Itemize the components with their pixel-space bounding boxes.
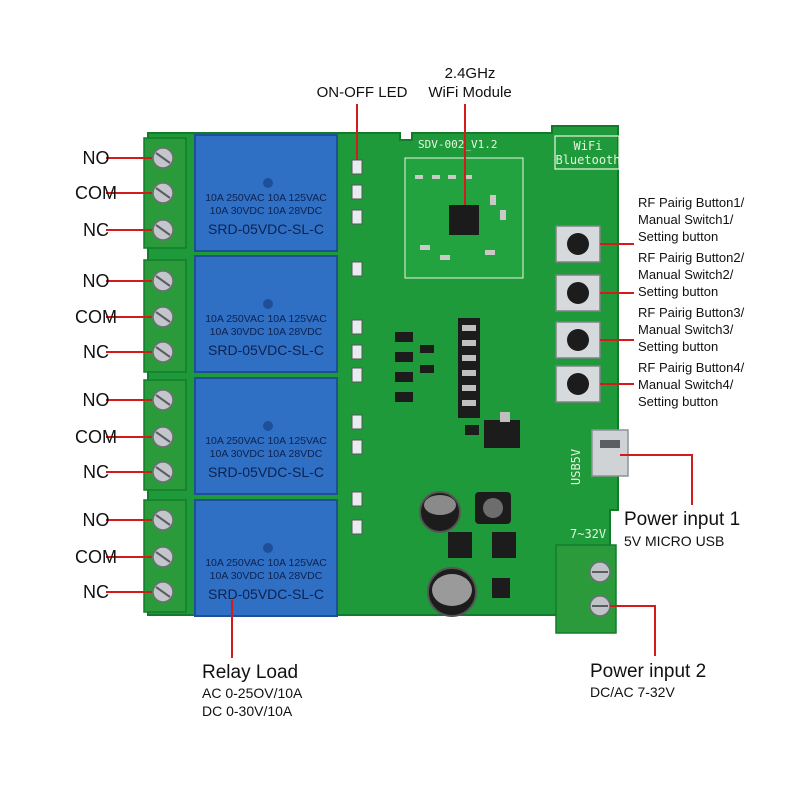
pin-header bbox=[458, 318, 480, 418]
relay-rating-line2: 10A 30VDC 10A 28VDC bbox=[210, 570, 323, 582]
terminal-label: NO bbox=[83, 148, 110, 168]
led bbox=[351, 184, 363, 200]
led-column bbox=[351, 159, 363, 535]
power-input-1-sub: 5V MICRO USB bbox=[624, 533, 724, 549]
led bbox=[351, 519, 363, 535]
led bbox=[351, 159, 363, 175]
led bbox=[351, 344, 363, 360]
terminal-label: NO bbox=[83, 510, 110, 530]
terminal-label: COM bbox=[75, 183, 117, 203]
relay-rating-line1: 10A 250VAC 10A 125VAC bbox=[205, 557, 327, 569]
relay-model: SRD-05VDC-SL-C bbox=[208, 342, 324, 358]
button-callout-line: Manual Switch3/ bbox=[638, 322, 734, 337]
led bbox=[351, 491, 363, 507]
wifi-module-label-line1: 2.4GHz bbox=[445, 65, 496, 82]
button-callout-line: Setting button bbox=[638, 339, 718, 354]
button-callout-labels: RF Pairig Button1/Manual Switch1/Setting… bbox=[638, 195, 745, 409]
relay-model: SRD-05VDC-SL-C bbox=[208, 221, 324, 237]
relay-load-dc: DC 0-30V/10A bbox=[202, 703, 293, 719]
onoff-led-label: ON-OFF LED bbox=[317, 84, 408, 101]
relay-rating-line2: 10A 30VDC 10A 28VDC bbox=[210, 205, 323, 217]
button-cap bbox=[567, 373, 589, 395]
terminal-label: NC bbox=[83, 220, 109, 240]
button-cap bbox=[567, 282, 589, 304]
led bbox=[351, 414, 363, 430]
power-input-2-pointer bbox=[610, 605, 656, 656]
relay-load-ac: AC 0-25OV/10A bbox=[202, 685, 303, 701]
terminal-label: NC bbox=[83, 342, 109, 362]
relay-load-title: Relay Load bbox=[202, 662, 298, 683]
terminal-label: NC bbox=[83, 582, 109, 602]
power-input-2-title: Power input 2 bbox=[590, 661, 706, 682]
led bbox=[351, 439, 363, 455]
board-wifi-text: WiFi bbox=[574, 139, 603, 153]
button-callout-line: Setting button bbox=[638, 229, 718, 244]
button-callout-line: Manual Switch4/ bbox=[638, 377, 734, 392]
button-callout-line: Manual Switch1/ bbox=[638, 212, 734, 227]
button-callout-line: Setting button bbox=[638, 394, 718, 409]
terminal-label: NC bbox=[83, 462, 109, 482]
led bbox=[351, 261, 363, 277]
wifi-module-label-line2: WiFi Module bbox=[428, 84, 511, 101]
board-usb-text: USB5V bbox=[569, 449, 583, 485]
power-input-1-title: Power input 1 bbox=[624, 509, 740, 530]
relay-model: SRD-05VDC-SL-C bbox=[208, 586, 324, 602]
button-callout-line: Setting button bbox=[638, 284, 718, 299]
board-bluetooth-text: Bluetooth bbox=[555, 153, 620, 167]
button-cap bbox=[567, 233, 589, 255]
button-callout-line: RF Pairig Button4/ bbox=[638, 360, 745, 375]
relay-rating-line1: 10A 250VAC 10A 125VAC bbox=[205, 313, 327, 325]
board-voltage-text: 7~32V bbox=[570, 527, 606, 541]
tactile-buttons bbox=[555, 225, 601, 403]
led bbox=[351, 319, 363, 335]
callout-pointers bbox=[106, 104, 693, 658]
terminal-label: COM bbox=[75, 427, 117, 447]
button-callout-line: RF Pairig Button3/ bbox=[638, 305, 745, 320]
led bbox=[351, 209, 363, 225]
power-input-2-sub: DC/AC 7-32V bbox=[590, 684, 675, 700]
terminal-label: NO bbox=[83, 390, 110, 410]
relay-rating-line2: 10A 30VDC 10A 28VDC bbox=[210, 448, 323, 460]
terminal-label: COM bbox=[75, 547, 117, 567]
board-version-text: SDV-002_V1.2 bbox=[418, 138, 497, 151]
relay-rating-line2: 10A 30VDC 10A 28VDC bbox=[210, 326, 323, 338]
power-section bbox=[419, 491, 516, 617]
button-callout-line: Manual Switch2/ bbox=[638, 267, 734, 282]
button-callout-line: RF Pairig Button2/ bbox=[638, 250, 745, 265]
wifi-tab-outline bbox=[554, 135, 620, 170]
driver-components bbox=[395, 332, 520, 448]
led bbox=[351, 367, 363, 383]
terminal-labels: NO COM NC NO COM NC NO COM NC NO COM NC bbox=[75, 148, 117, 602]
wifi-chip bbox=[449, 205, 479, 235]
power-input-1-pointer bbox=[620, 454, 693, 505]
terminal-label: NO bbox=[83, 271, 110, 291]
relay-rating-line1: 10A 250VAC 10A 125VAC bbox=[205, 192, 327, 204]
relay-model: SRD-05VDC-SL-C bbox=[208, 464, 324, 480]
power-terminal: 7~32V bbox=[555, 527, 617, 634]
button-callout-line: RF Pairig Button1/ bbox=[638, 195, 745, 210]
micro-usb-connector: USB5V bbox=[569, 429, 629, 485]
button-cap bbox=[567, 329, 589, 351]
terminal-label: COM bbox=[75, 307, 117, 327]
relay-rating-line1: 10A 250VAC 10A 125VAC bbox=[205, 435, 327, 447]
